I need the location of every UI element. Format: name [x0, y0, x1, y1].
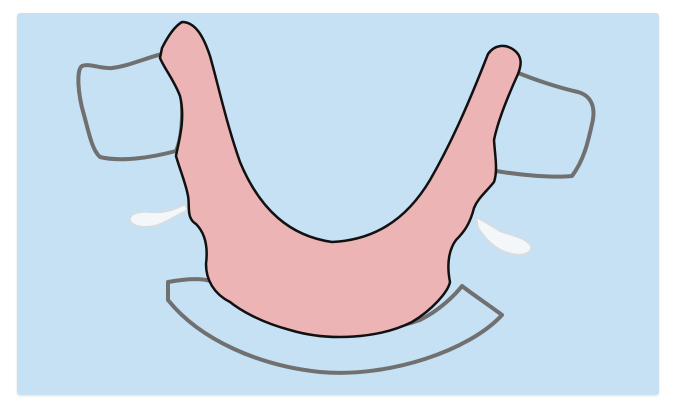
denture-base-icon	[158, 20, 522, 339]
left-clasp-icon	[128, 202, 190, 228]
diagram-panel	[17, 13, 659, 395]
partial-denture-diagram	[17, 13, 659, 395]
right-clasp-icon	[474, 215, 533, 256]
